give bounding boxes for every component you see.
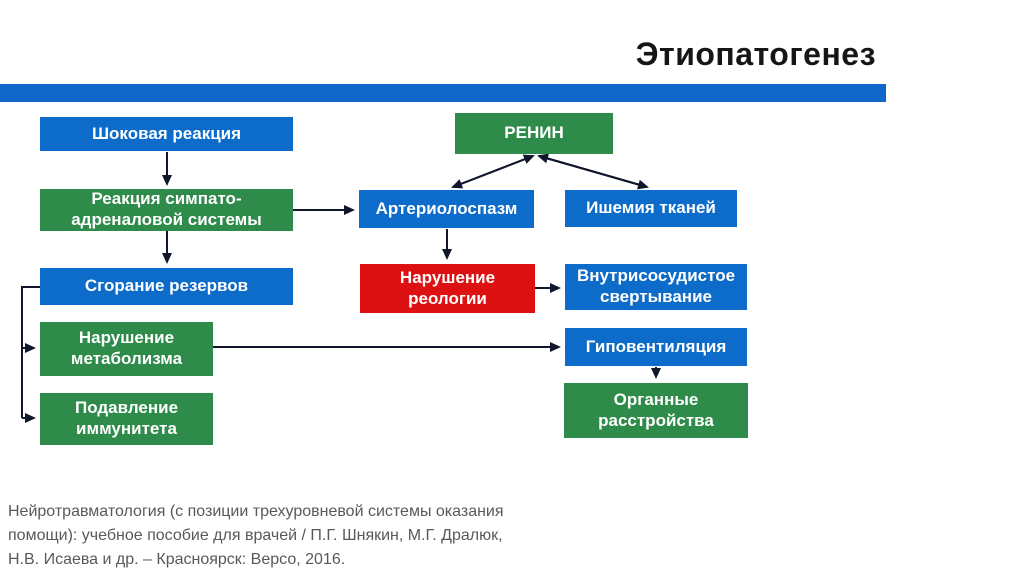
node-organ-disorders: Органные расстройства [564,383,748,438]
node-immunity-suppression: Подавление иммунитета [40,393,213,445]
node-metabolism-disorder: Нарушение метаболизма [40,322,213,376]
node-shock-reaction: Шоковая реакция [40,117,293,151]
node-reserve-burnout: Сгорание резервов [40,268,293,305]
node-intravascular-coagulation: Внутрисосудистое свертывание [565,264,747,310]
source-citation: Нейротравматология (с позиции трехуровне… [8,503,504,568]
arrow-arteriolospasm-to-renin [452,154,535,188]
title-accent-bar [0,84,886,102]
node-tissue-ischemia: Ишемия тканей [565,190,737,227]
node-renin: РЕНИН [455,113,613,154]
elbow-line-reserves [21,286,40,418]
page-title: Этиопатогенез [635,36,876,72]
node-arteriolospasm: Артериолоспазм [359,190,534,228]
arrow-ischemia-to-renin [537,153,648,188]
node-rheology-disorder: Нарушение реологии [360,264,535,313]
node-sympatho-adrenal: Реакция симпато- адреналовой системы [40,189,293,231]
node-hypoventilation: Гиповентиляция [565,328,747,366]
